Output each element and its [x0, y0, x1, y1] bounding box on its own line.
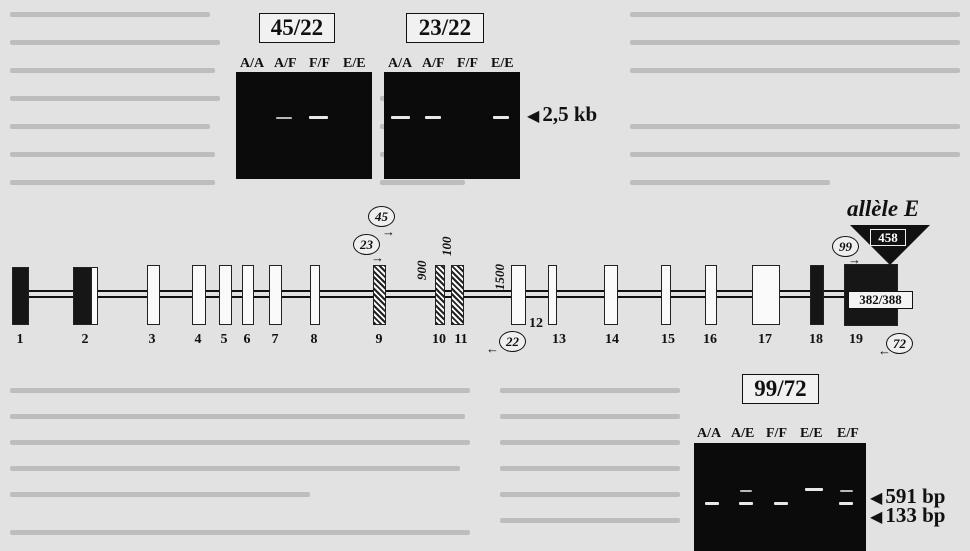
exon-number: 9 [375, 332, 383, 347]
gel-band [739, 502, 753, 505]
exon-11 [451, 265, 464, 325]
exon-7 [269, 265, 282, 325]
intron-size-1500: 1500 [492, 264, 507, 290]
exon-number: 2 [81, 332, 89, 347]
exon-number: 14 [605, 332, 619, 347]
exon-4 [192, 265, 206, 325]
exon-number: 11 [454, 332, 468, 347]
intron-size-900: 900 [414, 260, 429, 281]
gel-band [740, 490, 752, 492]
primer-72-label: 72 [886, 333, 913, 354]
background-text-left [0, 0, 470, 551]
primer-23-label: 23 [353, 234, 380, 255]
gene-backbone [20, 290, 876, 292]
exon-number: 7 [271, 332, 279, 347]
exon-number: 15 [661, 332, 675, 347]
arrow-right-icon: → [382, 224, 395, 239]
arrow-right-icon: → [371, 250, 384, 265]
primer-45-label: 45 [368, 206, 395, 227]
arrow-left-icon: ← [878, 343, 891, 358]
exon-number: 3 [148, 332, 156, 347]
exon-2-coding [91, 267, 98, 325]
exon-14 [604, 265, 618, 325]
marker-133bp: ◀133 bp [870, 503, 946, 527]
arrow-left-icon: ← [486, 341, 499, 356]
lane-label: A/F [422, 56, 445, 71]
arrow-left-icon: ◀ [527, 108, 540, 125]
marker-591bp: ◀591 bp [870, 484, 946, 508]
gel-band [309, 116, 328, 119]
exon-3 [147, 265, 160, 325]
exon-9 [373, 265, 386, 325]
lane-label: E/E [800, 426, 823, 441]
lane-label: A/A [388, 56, 413, 71]
lane-label: A/E [731, 426, 755, 441]
gel-23-22-label: 23/22 [406, 13, 484, 43]
lane-label: A/A [240, 56, 265, 71]
exon-number: 18 [809, 332, 823, 347]
primer-22-label: 22 [499, 331, 526, 352]
exon-number: 19 [849, 332, 863, 347]
exon-18 [810, 265, 824, 325]
lane-label: A/A [697, 426, 722, 441]
exon-number: 4 [194, 332, 202, 347]
primer-99-label: 99 [832, 236, 859, 257]
intron-size-100: 100 [439, 236, 454, 257]
exon-2 [73, 267, 93, 325]
exon-number: 16 [703, 332, 717, 347]
gel-band [493, 116, 509, 119]
lane-label: F/F [457, 56, 478, 71]
lane-label: A/F [274, 56, 297, 71]
gel-band [840, 490, 853, 492]
gel-band [425, 116, 441, 119]
marker-2-5kb: ◀2,5 kb [527, 102, 598, 126]
allele-e-title: allèle E [847, 196, 920, 221]
lane-label: E/F [837, 426, 859, 441]
lane-label: F/F [766, 426, 787, 441]
gel-band [805, 488, 823, 491]
exon-8 [310, 265, 320, 325]
exon-number: 17 [758, 332, 772, 347]
exon-number: 6 [243, 332, 251, 347]
exon-number: 13 [552, 332, 566, 347]
exon-17 [752, 265, 780, 325]
gel-band [774, 502, 788, 505]
gel-45-22 [236, 72, 372, 179]
gene-backbone [20, 296, 876, 298]
gel-band [839, 502, 853, 505]
arrow-left-icon: ◀ [870, 509, 883, 526]
exon-number: 1 [16, 332, 24, 347]
lane-label: E/E [343, 56, 366, 71]
insertion-size: 458 [870, 229, 906, 246]
gel-band [276, 117, 292, 119]
gel-band [705, 502, 719, 505]
background-text-right [500, 0, 970, 551]
gel-99-72 [694, 443, 866, 551]
gel-45-22-label: 45/22 [259, 13, 335, 43]
exon-16 [705, 265, 717, 325]
exon-number: 5 [220, 332, 228, 347]
exon-6 [242, 265, 254, 325]
exon-15 [661, 265, 671, 325]
lane-label: E/E [491, 56, 514, 71]
arrow-left-icon: ◀ [870, 490, 883, 507]
gel-band [391, 116, 410, 119]
exon-number: 12 [529, 316, 543, 331]
exon-number: 10 [432, 332, 446, 347]
arrow-right-icon: → [848, 252, 861, 267]
gel-23-22 [384, 72, 520, 179]
exon-13 [548, 265, 557, 325]
exon-5 [219, 265, 232, 325]
exon-number: 8 [310, 332, 318, 347]
gel-99-72-label: 99/72 [742, 374, 819, 404]
lane-label: F/F [309, 56, 330, 71]
exon-10 [435, 265, 445, 325]
exon-1 [12, 267, 29, 325]
exon-12 [511, 265, 526, 325]
exon-19-size-label: 382/388 [848, 291, 913, 309]
